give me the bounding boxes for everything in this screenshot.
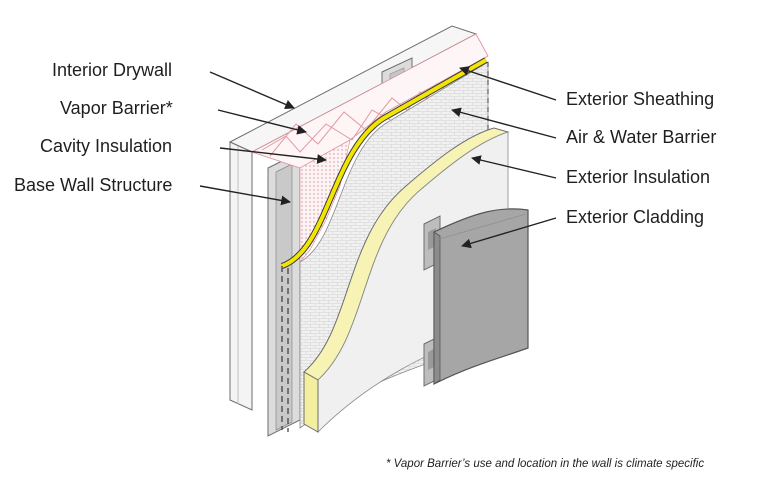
arrow-exterior-insulation <box>471 155 557 179</box>
arrow-cavity-insulation <box>219 147 327 164</box>
label-interior-drywall: Interior Drywall <box>52 60 173 80</box>
label-exterior-sheathing: Exterior Sheathing <box>566 89 715 109</box>
exterior-insulation-board <box>303 127 510 433</box>
label-cavity-insulation: Cavity Insulation <box>40 136 173 156</box>
arrow-base-wall-structure <box>199 185 291 206</box>
label-exterior-cladding: Exterior Cladding <box>566 207 705 227</box>
label-air-water-barrier: Air & Water Barrier <box>566 127 717 147</box>
arrow-exterior-cladding <box>461 217 557 249</box>
arrow-interior-drywall <box>209 71 295 110</box>
label-vapor-barrier: Vapor Barrier* <box>60 98 173 118</box>
arrow-vapor-barrier <box>217 109 307 135</box>
leader-arrows <box>199 66 557 249</box>
label-exterior-insulation: Exterior Insulation <box>566 167 711 187</box>
arrow-exterior-sheathing <box>459 66 557 101</box>
footnote: * Vapor Barrier’s use and location in th… <box>386 458 705 470</box>
label-base-wall-structure: Base Wall Structure <box>14 175 173 195</box>
exterior-cladding-panel <box>433 208 529 385</box>
arrow-air-water-barrier <box>451 107 557 139</box>
interior-drywall-panel <box>228 25 478 411</box>
